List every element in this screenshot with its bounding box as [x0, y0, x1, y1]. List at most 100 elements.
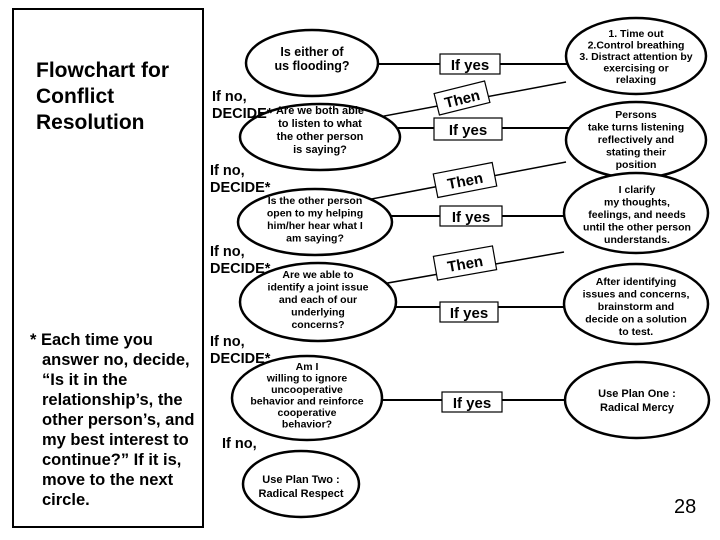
node-text-line: stating their	[606, 147, 666, 159]
node-text-line: willing to ignore	[266, 373, 348, 385]
then-label: Then	[446, 170, 484, 194]
if-yes-label: If yes	[449, 122, 487, 139]
node-text-line: Am I	[296, 361, 319, 373]
node-text-line: Are we both able	[276, 105, 364, 117]
node-text-line: Use Plan Two :	[262, 474, 339, 486]
decide-text: DECIDE*	[210, 351, 271, 367]
if-yes-label: If yes	[450, 305, 488, 322]
node-text-line: uncooperative	[271, 384, 343, 396]
node-text-line: Is either of	[280, 45, 344, 59]
node-text-line: issues and concerns,	[583, 289, 690, 301]
then-box: Then	[433, 80, 491, 116]
decide-text: DECIDE*	[210, 261, 271, 277]
if-no-decide-label: If no,DECIDE*	[210, 163, 271, 196]
decide-text: DECIDE*	[210, 180, 271, 196]
node-text-line: am saying?	[286, 233, 344, 245]
node-text-line: my thoughts,	[604, 197, 670, 209]
node-text-line: Use Plan One :	[598, 388, 676, 400]
node-text-line: understands.	[604, 234, 670, 246]
if-yes-box: If yes	[433, 117, 503, 141]
svg-text:If no,DECIDE*: If no,DECIDE*	[210, 244, 271, 277]
if-no-text: If no,	[210, 244, 245, 260]
node-text-line: relaxing	[616, 74, 656, 86]
node-text-line: underlying	[291, 307, 345, 319]
node-text-line: behavior?	[282, 419, 332, 431]
node-text-line: feelings, and needs	[588, 209, 686, 221]
node-text-line: open to my helping	[267, 208, 363, 220]
flowchart-title: Flowchart for Conflict Resolution	[36, 59, 170, 134]
node-text-line: decide on a solution	[585, 314, 687, 326]
action-text: Use Plan One : Radical Mercy	[598, 388, 676, 414]
node-text-line: After identifying	[596, 276, 677, 288]
if-no-text: If no,	[210, 334, 245, 350]
node-text-line: and each of our	[279, 294, 357, 306]
question-text: Use Plan Two : Radical Respect	[259, 474, 344, 500]
node-text-line: cooperative	[278, 407, 337, 419]
if-no-decide-label: If no,DECIDE*	[212, 89, 273, 122]
if-yes-box: If yes	[441, 391, 503, 413]
node-text-line: behavior and reinforce	[250, 396, 363, 408]
node-text-line: position	[616, 159, 657, 171]
node-text-line: identify a joint issue	[268, 282, 369, 294]
then-label: Then	[446, 253, 484, 276]
node-text-line: concerns?	[291, 319, 344, 331]
if-no-text: If no,	[210, 163, 245, 179]
svg-text:If no,DECIDE*: If no,DECIDE*	[210, 163, 271, 196]
svg-text:If no,DECIDE*: If no,DECIDE*	[210, 334, 271, 367]
node-text-line: until the other person	[583, 222, 691, 234]
final-if-no-label: If no,	[222, 436, 257, 452]
svg-text:If no,DECIDE*: If no,DECIDE*	[212, 89, 273, 122]
node-text-line: I clarify	[619, 184, 656, 196]
if-yes-label: If yes	[452, 209, 490, 226]
if-yes-box: If yes	[439, 205, 503, 227]
node-text-line: us flooding?	[275, 59, 350, 73]
if-yes-label: If yes	[451, 57, 489, 74]
if-yes-box: If yes	[439, 53, 501, 75]
plan-two-node: Use Plan Two : Radical Respect	[241, 449, 361, 519]
if-no-text: If no,	[212, 89, 247, 105]
decision-footnote: * Each time you answer no, decide, “Is i…	[30, 331, 195, 509]
decide-text: DECIDE*	[212, 106, 273, 122]
if-yes-label: If yes	[453, 395, 491, 412]
node-text-line: the other person	[277, 131, 364, 143]
if-no-decide-label: If no,DECIDE*	[210, 244, 271, 277]
if-no-decide-label: If no,DECIDE*	[210, 334, 271, 367]
if-yes-box: If yes	[439, 301, 499, 323]
yes-connectors	[377, 63, 572, 401]
node-text-line: exercising or	[603, 63, 668, 75]
node-text-line: to listen to what	[278, 118, 362, 130]
node-text-line: reflectively and	[598, 134, 674, 146]
node-text-line: 2.Control breathing	[588, 40, 685, 52]
slide-number: 28	[674, 496, 697, 518]
then-box: Then	[432, 161, 498, 199]
node-text-line: to test.	[619, 326, 654, 338]
node-text-line: 1. Time out	[608, 28, 664, 40]
node-text-line: brainstorm and	[598, 301, 674, 313]
node-text-line: Persons	[615, 109, 657, 121]
node-text-line: take turns listening	[588, 122, 684, 134]
node-text-line: is saying?	[293, 144, 347, 156]
node-text-line: Radical Mercy	[600, 402, 675, 414]
then-box: Then	[432, 245, 498, 281]
node-text-line: Radical Respect	[259, 488, 344, 500]
node-text-line: Are we able to	[282, 269, 353, 281]
node-text-line: Is the other person	[268, 195, 363, 207]
